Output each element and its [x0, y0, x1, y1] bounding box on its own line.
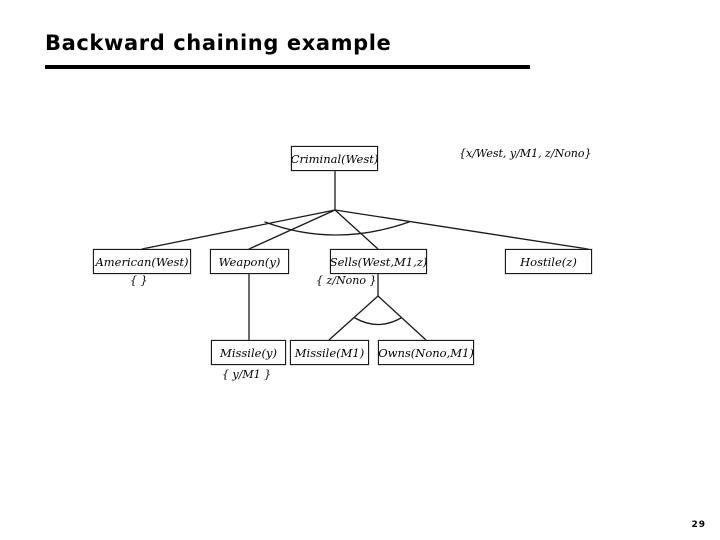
node-sells[interactable]: Sells(West,M1,z) [330, 249, 427, 274]
page-title: Backward chaining example [45, 31, 392, 55]
edge-criminal-hostile [334, 209, 589, 250]
node-label: American(West) [95, 254, 189, 269]
title-underline [45, 65, 530, 69]
edge-sells-owns [377, 295, 427, 341]
substitution-missile: { y/M1 } [222, 368, 272, 381]
node-label: Sells(West,M1,z) [329, 254, 428, 269]
node-american[interactable]: American(West) [93, 249, 191, 274]
and-arc-sells [354, 317, 402, 326]
node-weapon[interactable]: Weapon(y) [210, 249, 289, 274]
page-number: 29 [691, 520, 706, 530]
substitution-american: { } [130, 274, 148, 287]
and-arc-criminal [264, 221, 410, 236]
edge-criminal-american [141, 209, 336, 250]
edge-sells-missile [328, 295, 379, 341]
node-missile-y[interactable]: Missile(y) [211, 340, 286, 365]
node-label: Missile(M1) [294, 345, 365, 360]
node-missile-m1[interactable]: Missile(M1) [290, 340, 369, 365]
node-label: Criminal(West) [290, 151, 379, 166]
node-label: Hostile(z) [520, 254, 577, 269]
node-label: Owns(Nono,M1) [378, 345, 474, 360]
node-label: Missile(y) [220, 345, 277, 360]
substitution-root: {x/West, y/M1, z/Nono} [459, 147, 592, 160]
node-label: Weapon(y) [218, 254, 281, 269]
node-hostile[interactable]: Hostile(z) [505, 249, 592, 274]
node-criminal[interactable]: Criminal(West) [291, 146, 378, 171]
substitution-sells: { z/Nono } [316, 274, 377, 287]
node-owns[interactable]: Owns(Nono,M1) [378, 340, 474, 365]
edge-criminal-sells [334, 209, 379, 250]
